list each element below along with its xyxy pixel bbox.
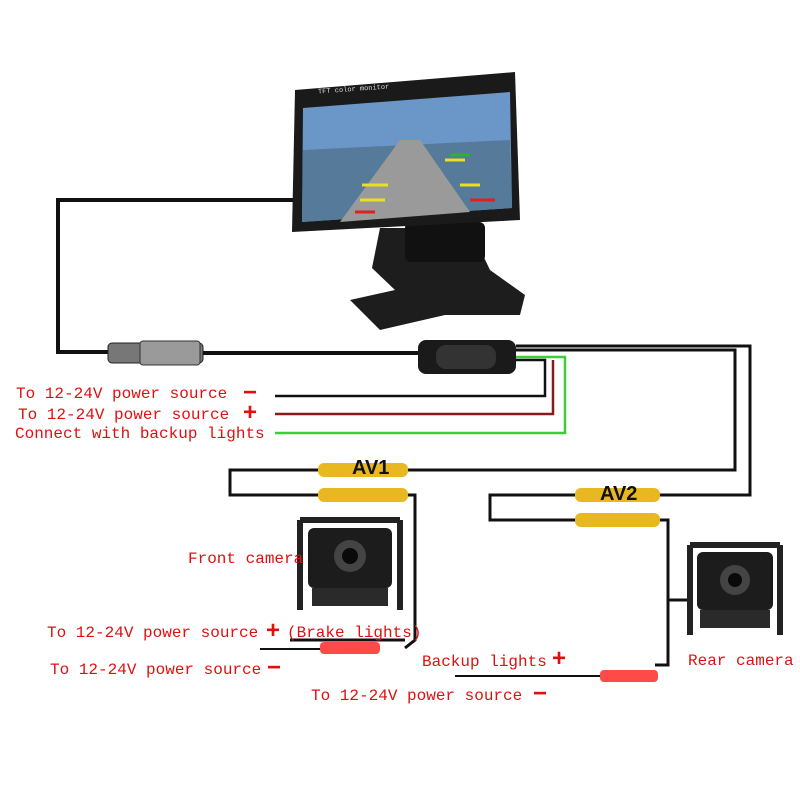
backup-lights-label: Connect with backup lights — [15, 425, 265, 443]
front-camera-positive-label: To 12-24V power source — [47, 624, 259, 642]
front-camera-label: Front camera — [188, 550, 304, 568]
monitor-drawing — [292, 72, 525, 330]
plus-icon: + — [266, 617, 281, 644]
plus-icon: + — [552, 645, 567, 672]
positive-wire — [275, 360, 555, 416]
backup-wire — [275, 355, 567, 435]
av1-label: AV1 — [352, 457, 390, 479]
monitor-negative-label: To 12-24V power source — [16, 385, 228, 403]
av2-cable — [516, 344, 752, 497]
rear-camera-negative-label: To 12-24V power source — [311, 687, 523, 705]
negative-wire — [275, 358, 547, 398]
av1-cable — [408, 348, 737, 472]
rear-camera-label: Rear camera — [688, 652, 794, 670]
av2-label: AV2 — [600, 483, 638, 505]
rear-camera-drawing — [687, 542, 783, 635]
plus-icon: + — [243, 399, 258, 426]
brake-lights-note: (Brake lights) — [287, 624, 422, 642]
minus-icon: − — [533, 680, 548, 707]
rear-camera-positive-label: Backup lights — [422, 653, 547, 671]
av1-plug — [318, 463, 408, 477]
front-camera-drawing — [297, 517, 403, 610]
av2-plug — [575, 488, 660, 502]
minus-icon: − — [243, 379, 258, 406]
minus-icon: − — [267, 654, 282, 681]
monitor-cable — [56, 198, 300, 354]
monitor-positive-label: To 12-24V power source — [18, 406, 230, 424]
front-camera-negative-label: To 12-24V power source — [50, 661, 262, 679]
